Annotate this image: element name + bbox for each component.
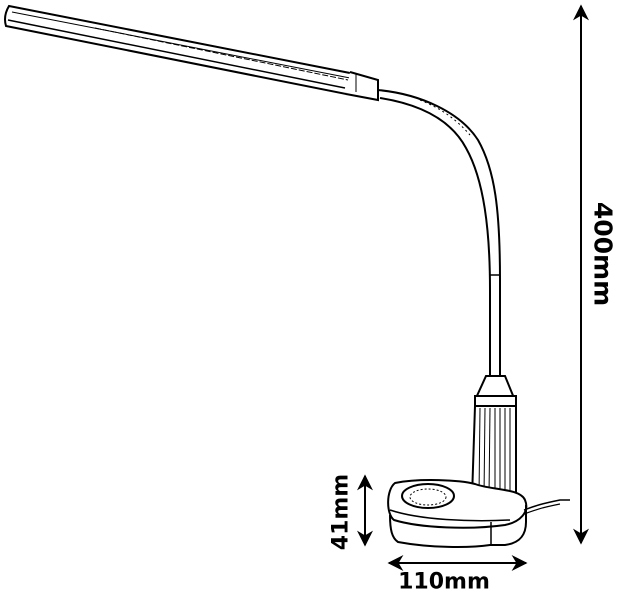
base-width-label: 110mm bbox=[398, 569, 490, 595]
lamp-head bbox=[4, 4, 379, 102]
height-label: 400mm bbox=[588, 201, 618, 307]
dimension-lines bbox=[357, 4, 589, 571]
lamp-base bbox=[387, 479, 570, 548]
gooseneck-arm bbox=[377, 89, 501, 378]
lamp-column bbox=[470, 375, 517, 499]
base-height-label: 41mm bbox=[328, 473, 354, 551]
